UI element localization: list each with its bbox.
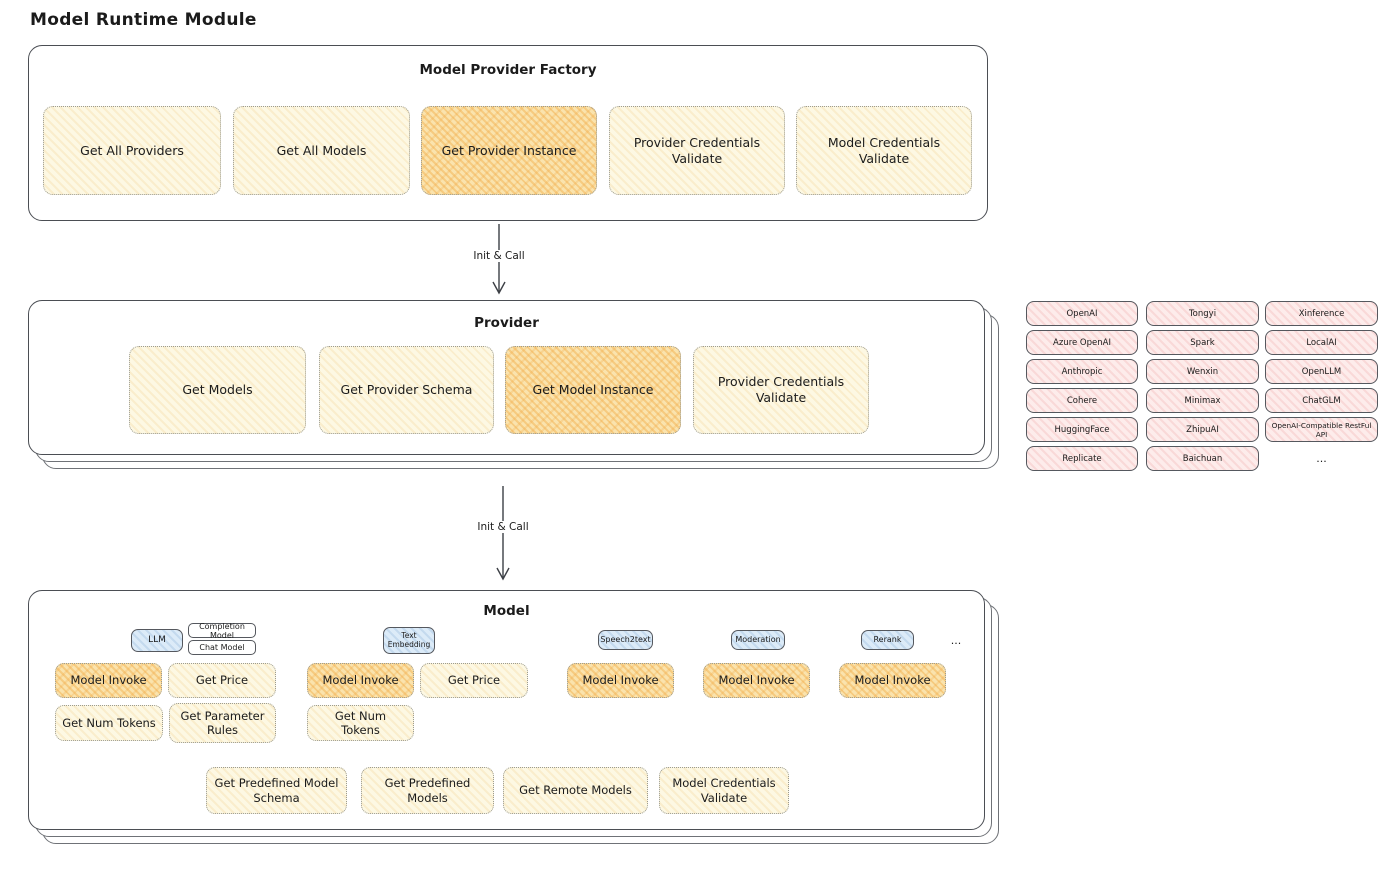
provider-cell-ellipsis: ... (1316, 452, 1327, 465)
text-embedding-model-invoke: Model Invoke (307, 663, 414, 698)
tab-moderation: Moderation (731, 630, 785, 650)
arrow-provider-to-model (495, 486, 511, 582)
tab-text-embedding: Text Embedding (383, 627, 435, 654)
page-title: Model Runtime Module (30, 10, 257, 30)
model-get-remote-models: Get Remote Models (503, 767, 648, 814)
provider-cell-baichuan: Baichuan (1146, 446, 1259, 471)
provider-cell-localai: LocalAI (1265, 330, 1378, 355)
provider-cell-spark: Spark (1146, 330, 1259, 355)
factory-item-get-all-providers: Get All Providers (43, 106, 221, 195)
factory-title: Model Provider Factory (419, 62, 597, 78)
llm-get-price: Get Price (168, 663, 276, 698)
arrow-label-init-call-1: Init & Call (469, 250, 529, 262)
provider-item-get-model-instance: Get Model Instance (505, 346, 681, 434)
speech2text-model-invoke: Model Invoke (567, 663, 674, 698)
model-get-predefined-models: Get Predefined Models (361, 767, 494, 814)
arrow-label-init-call-2: Init & Call (473, 521, 533, 533)
factory-item-provider-credentials-validate: Provider Credentials Validate (609, 106, 785, 195)
tab-rerank: Rerank (861, 630, 914, 650)
provider-cell-chatglm: ChatGLM (1265, 388, 1378, 413)
rerank-model-invoke: Model Invoke (839, 663, 946, 698)
tabs-ellipsis: ... (950, 633, 962, 647)
provider-cell-anthropic: Anthropic (1026, 359, 1138, 384)
factory-item-get-provider-instance: Get Provider Instance (421, 106, 597, 195)
provider-item-get-provider-schema: Get Provider Schema (319, 346, 494, 434)
tab-chat-model: Chat Model (188, 640, 256, 655)
model-container: Model LLM Completion Model Chat Model Te… (28, 590, 985, 830)
llm-get-parameter-rules: Get Parameter Rules (169, 703, 276, 743)
provider-container: Provider Get Models Get Provider Schema … (28, 300, 985, 455)
provider-item-get-models: Get Models (129, 346, 306, 434)
provider-cell-cohere: Cohere (1026, 388, 1138, 413)
llm-model-invoke: Model Invoke (55, 663, 162, 698)
provider-cell-zhipuai: ZhipuAI (1146, 417, 1259, 442)
provider-cell-openai: OpenAI (1026, 301, 1138, 326)
tab-completion-model: Completion Model (188, 622, 256, 640)
factory-container: Model Provider Factory Get All Providers… (28, 45, 988, 221)
text-embedding-get-price: Get Price (420, 663, 528, 698)
tab-speech2text: Speech2text (598, 630, 653, 650)
model-title: Model (483, 603, 530, 619)
moderation-model-invoke: Model Invoke (703, 663, 810, 698)
factory-item-get-all-models: Get All Models (233, 106, 410, 195)
provider-cell-openllm: OpenLLM (1265, 359, 1378, 384)
provider-title: Provider (474, 315, 539, 331)
provider-cell-huggingface: HuggingFace (1026, 417, 1138, 442)
tab-llm: LLM (131, 629, 183, 652)
provider-cell-xinference: Xinference (1265, 301, 1378, 326)
provider-cell-openai-compatible: OpenAI-Compatible RestFul API (1265, 417, 1378, 442)
llm-get-num-tokens: Get Num Tokens (55, 705, 163, 741)
provider-item-provider-credentials-validate: Provider Credentials Validate (693, 346, 869, 434)
factory-item-model-credentials-validate: Model Credentials Validate (796, 106, 972, 195)
provider-cell-minimax: Minimax (1146, 388, 1259, 413)
model-model-credentials-validate: Model Credentials Validate (659, 767, 789, 814)
provider-cell-tongyi: Tongyi (1146, 301, 1259, 326)
model-get-predefined-model-schema: Get Predefined Model Schema (206, 767, 347, 814)
provider-cell-wenxin: Wenxin (1146, 359, 1259, 384)
provider-cell-replicate: Replicate (1026, 446, 1138, 471)
provider-cell-azure-openai: Azure OpenAI (1026, 330, 1138, 355)
text-embedding-get-num-tokens: Get Num Tokens (307, 705, 414, 741)
